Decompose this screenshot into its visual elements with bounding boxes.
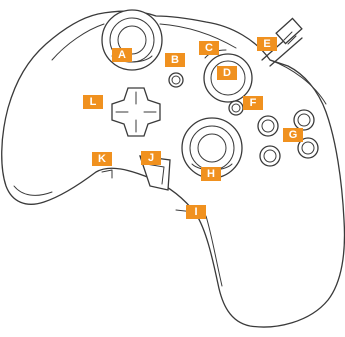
left-stick (102, 10, 162, 70)
callout-j: J (141, 151, 161, 165)
face-button-top-right (294, 110, 314, 130)
callout-h: H (201, 167, 221, 181)
back-button (169, 73, 183, 87)
face-button-bottom-left (260, 146, 280, 166)
start-button (229, 101, 243, 115)
callout-e: E (257, 37, 277, 51)
callout-i: I (186, 205, 206, 219)
callout-c: C (199, 41, 219, 55)
callout-f: F (243, 96, 263, 110)
callout-l: L (83, 95, 103, 109)
callout-d: D (217, 66, 237, 80)
side-slot (102, 170, 112, 178)
face-button-top-left (258, 116, 278, 136)
callout-k: K (92, 152, 112, 166)
callout-a: A (112, 48, 132, 62)
callout-g: G (283, 128, 303, 142)
callout-b: B (165, 53, 185, 67)
